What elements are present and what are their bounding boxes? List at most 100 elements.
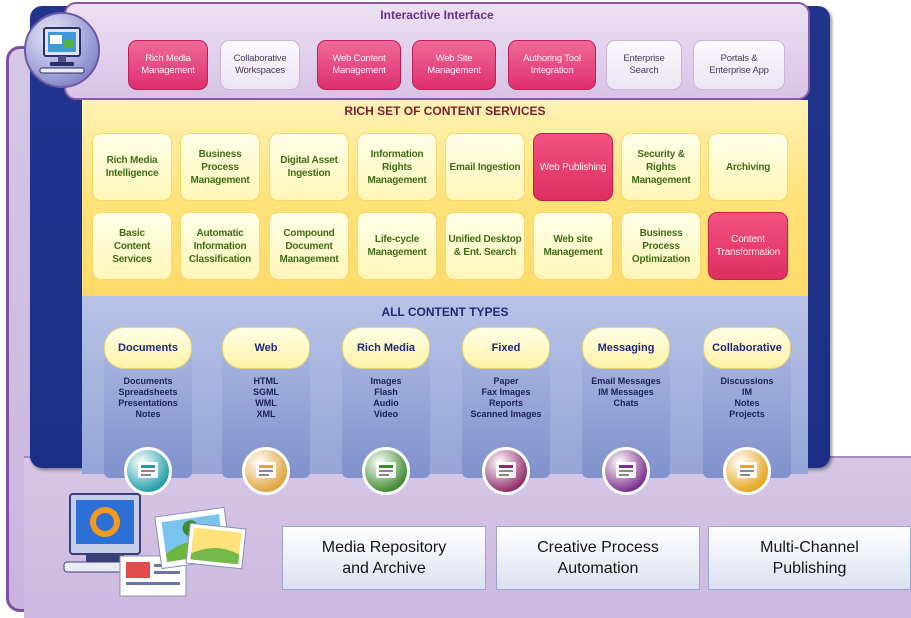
service-label-line: Basic (119, 227, 145, 239)
service-label-line: Rights (646, 161, 676, 173)
service-unified-desktop-ent-search[interactable]: Unified Desktop & Ent. Search (445, 212, 525, 280)
content-type-documents[interactable]: Documents (104, 327, 192, 369)
service-label-line: & Ent. Search (453, 247, 517, 258)
service-label-line: Management (631, 174, 691, 186)
service-label-line: Process (642, 240, 680, 252)
service-label-line: Web site (553, 234, 593, 245)
web-page-icon (242, 447, 290, 495)
content-type-item: XML (256, 409, 276, 419)
content-type-item: Flash (374, 387, 398, 397)
content-type-item: Chats (613, 398, 639, 408)
service-label-line: Digital Asset (280, 155, 338, 166)
layers-icon (124, 447, 172, 495)
content-type-web[interactable]: Web (222, 327, 310, 369)
content-type-item: Reports (488, 398, 523, 408)
content-type-item: Documents (123, 376, 173, 386)
service-label-line: Classification (188, 253, 252, 265)
content-type-item: WML (255, 398, 277, 408)
service-label-line: Management (367, 174, 427, 186)
service-label-line: Ingestion (287, 168, 331, 179)
picture-icon (362, 447, 410, 495)
email-envelope-icon (602, 447, 650, 495)
content-type-item: Video (373, 409, 399, 419)
people-icon (723, 447, 771, 495)
content-types-panel (82, 296, 808, 474)
content-type-item: Projects (729, 409, 765, 419)
content-type-messaging[interactable]: Messaging (582, 327, 670, 369)
content-type-item: Scanned Images (470, 409, 542, 419)
content-type-item: HTML (253, 376, 279, 386)
content-type-item: Spreadsheets (118, 387, 178, 397)
service-label-line: Transformation (715, 247, 781, 258)
service-label-line: Unified Desktop (448, 234, 522, 245)
service-email-ingestion[interactable]: Email Ingestion (445, 133, 525, 201)
content-type-item: IM (742, 387, 752, 397)
service-label-line: Web Publishing (539, 161, 607, 173)
interactive-interface-title: Interactive Interface (380, 8, 494, 22)
content-services-title: RICH SET OF CONTENT SERVICES (344, 104, 546, 118)
service-label-line: Compound (283, 227, 335, 239)
content-type-rich-media[interactable]: Rich Media (342, 327, 430, 369)
content-type-item: Presentations (118, 398, 178, 408)
content-type-fixed[interactable]: Fixed (462, 327, 550, 369)
service-label-line: Information (370, 148, 424, 160)
service-label-line: Rich Media (106, 155, 158, 166)
content-types-title: ALL CONTENT TYPES (381, 305, 509, 319)
content-type-item: IM Messages (598, 387, 654, 397)
service-label-line: Business (639, 227, 683, 239)
service-label-line: Business (198, 148, 242, 160)
service-label-line: Optimization (631, 253, 691, 265)
service-label-line: Archiving (725, 161, 771, 173)
service-label-line: Information (193, 240, 247, 252)
service-label-line: Management (279, 253, 339, 265)
service-label-line: Security & (637, 148, 685, 160)
content-type-item: Email Messages (591, 376, 661, 386)
service-label-line: Content (731, 234, 765, 245)
service-label-line: Rights (382, 161, 412, 173)
service-web-publishing[interactable]: Web Publishing (533, 133, 613, 201)
service-label-line: Automatic (196, 227, 244, 239)
content-type-item: Notes (135, 409, 161, 419)
scanned-document-icon (482, 447, 530, 495)
service-label-line: Content (113, 240, 151, 252)
content-type-item: Audio (373, 398, 399, 408)
content-type-item: Notes (734, 398, 760, 408)
service-label-line: Management (543, 247, 603, 258)
content-type-collaborative[interactable]: Collaborative (703, 327, 791, 369)
service-label-line: Document (285, 240, 333, 252)
service-label-line: Life-cycle (374, 234, 420, 245)
service-archiving[interactable]: Archiving (708, 133, 788, 201)
service-label-line: Process (201, 161, 239, 173)
service-label-line: Email Ingestion (449, 161, 521, 173)
service-label-line: Services (112, 253, 152, 265)
ui-portals-enterprise-app[interactable]: Portals &Enterprise App (693, 40, 785, 90)
content-type-item: Discussions (720, 376, 774, 386)
service-label-line: Intelligence (105, 168, 159, 179)
